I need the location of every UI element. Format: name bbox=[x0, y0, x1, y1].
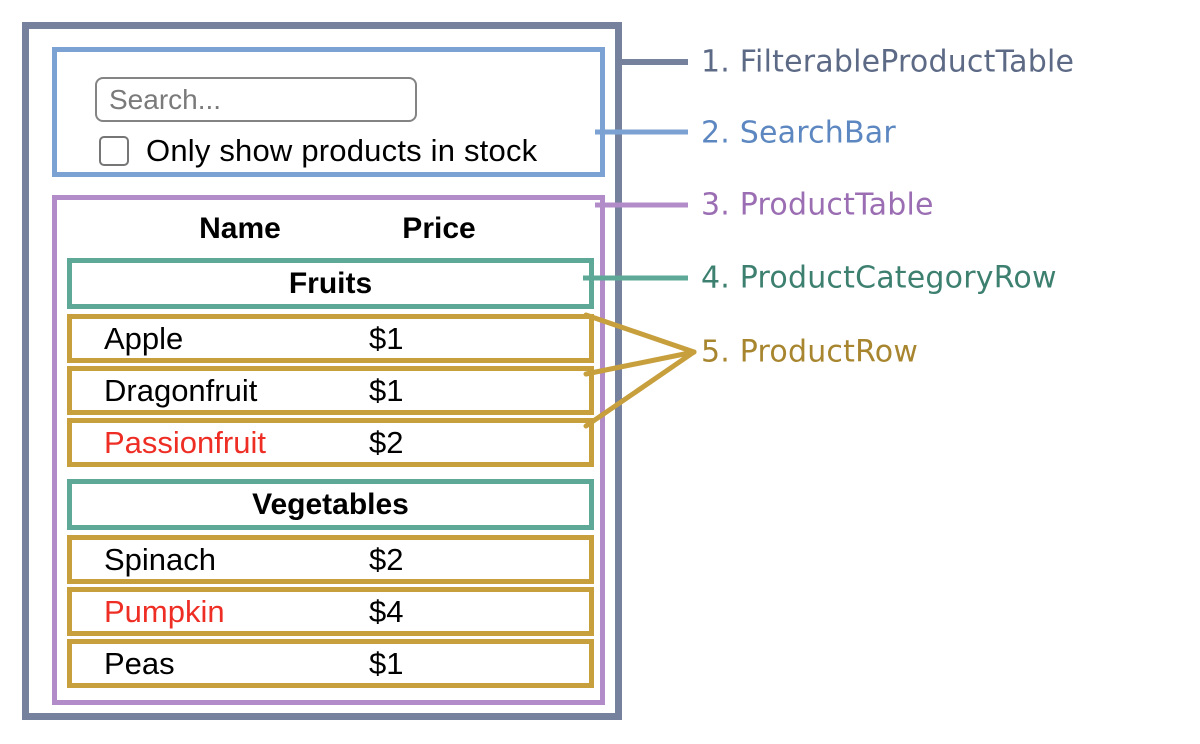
legend-item: 4. ProductCategoryRow bbox=[701, 260, 1057, 296]
product-row: Dragonfruit $1 bbox=[67, 366, 594, 415]
name-column-header: Name bbox=[199, 212, 281, 245]
product-name: Peas bbox=[104, 645, 175, 681]
search-input[interactable] bbox=[95, 77, 417, 122]
product-price: $1 bbox=[369, 645, 404, 681]
in-stock-checkbox-label: Only show products in stock bbox=[146, 133, 538, 168]
table-header-row: Name Price bbox=[67, 210, 590, 250]
legend-item: 2. SearchBar bbox=[701, 115, 896, 151]
product-name: Dragonfruit bbox=[104, 372, 258, 408]
table-section: Vegetables Spinach $2 Pumpkin $4 Peas $1 bbox=[67, 479, 594, 688]
search-bar-box: Only show products in stock bbox=[52, 47, 605, 177]
legend-item: 1. FilterableProductTable bbox=[701, 44, 1075, 80]
price-column-header: Price bbox=[402, 212, 476, 245]
product-category-row: Vegetables bbox=[67, 479, 594, 530]
product-category-row: Fruits bbox=[67, 258, 594, 309]
product-price: $1 bbox=[369, 320, 404, 356]
product-name: Apple bbox=[104, 320, 184, 356]
product-row: Spinach $2 bbox=[67, 535, 594, 584]
product-name: Passionfruit bbox=[104, 424, 266, 460]
in-stock-checkbox[interactable] bbox=[99, 136, 129, 166]
table-section: Fruits Apple $1 Dragonfruit $1 Passionfr… bbox=[67, 258, 594, 467]
in-stock-filter: Only show products in stock bbox=[99, 133, 537, 169]
product-row: Passionfruit $2 bbox=[67, 418, 594, 467]
product-price: $4 bbox=[369, 593, 404, 629]
filterable-product-table-box: Only show products in stock Name Price F… bbox=[22, 22, 622, 720]
legend-item: 3. ProductTable bbox=[701, 187, 934, 223]
product-table-box: Name Price Fruits Apple $1 Dragonfruit $… bbox=[52, 195, 605, 705]
legend-item: 5. ProductRow bbox=[701, 334, 919, 370]
category-label: Fruits bbox=[288, 266, 373, 300]
product-row: Pumpkin $4 bbox=[67, 587, 594, 636]
product-row: Peas $1 bbox=[67, 639, 594, 688]
category-label: Vegetables bbox=[252, 487, 409, 521]
product-name: Spinach bbox=[104, 541, 217, 577]
product-price: $2 bbox=[369, 541, 404, 577]
table-body: Fruits Apple $1 Dragonfruit $1 Passionfr… bbox=[67, 258, 594, 688]
product-price: $1 bbox=[369, 372, 404, 408]
product-price: $2 bbox=[369, 424, 404, 460]
product-row: Apple $1 bbox=[67, 314, 594, 363]
product-name: Pumpkin bbox=[104, 593, 225, 629]
